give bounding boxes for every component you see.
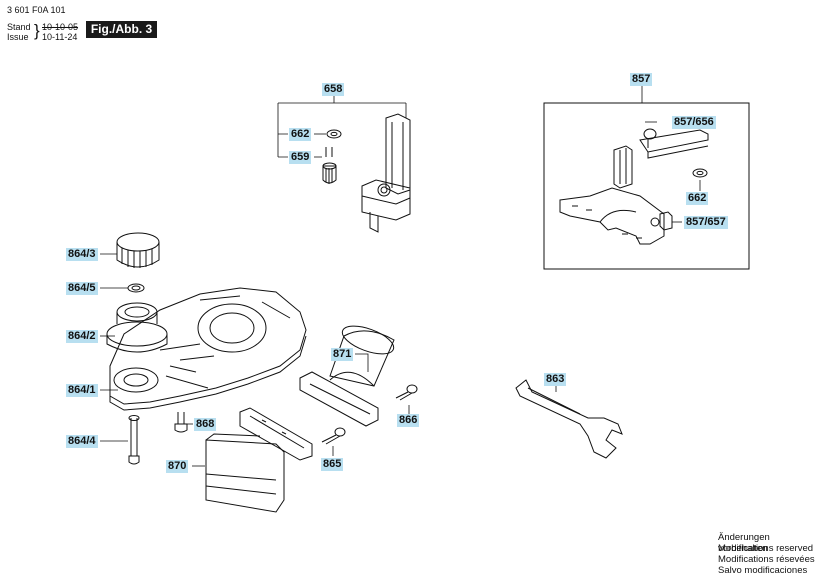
- label-864-2: 864/2: [66, 330, 98, 343]
- part-864-4-bolt: [128, 415, 140, 465]
- part-857-657-clamp: [659, 211, 673, 231]
- label-857-656: 857/656: [672, 116, 716, 129]
- part-659-thumb-screw: [322, 147, 337, 184]
- footer-fr: Modifications résevées: [718, 554, 815, 565]
- part-866-screw: [395, 384, 418, 401]
- leader-lines: [100, 85, 701, 467]
- label-658: 658: [322, 83, 345, 96]
- label-866: 866: [397, 414, 420, 427]
- date-new: 10-11-24: [42, 32, 78, 42]
- label-864-5: 864/5: [66, 282, 98, 295]
- part-864-1-base-plate: [109, 287, 307, 411]
- part-863-wrench: [515, 379, 623, 459]
- label-864-4: 864/4: [66, 435, 98, 448]
- footer-de: Änderungen vorbehalten: [718, 532, 770, 554]
- part-662-nut-top: [326, 129, 342, 139]
- label-871: 871: [331, 348, 354, 361]
- label-864-3: 864/3: [66, 248, 98, 261]
- label-870: 870: [166, 460, 189, 473]
- part-864-3-knob: [116, 232, 160, 268]
- part-865-screw: [321, 427, 346, 445]
- part-864-5-ring: [127, 283, 145, 293]
- brace: }: [34, 21, 40, 40]
- part-662-nut-box: [692, 168, 708, 178]
- stand-label: Stand: [7, 22, 31, 32]
- figure-label: Fig./Abb. 3: [86, 21, 157, 38]
- label-662-box: 662: [686, 192, 709, 205]
- label-865: 865: [321, 458, 344, 471]
- part-870-dust-shroud: [205, 407, 313, 513]
- footer-es: Salvo modificaciones: [718, 565, 808, 576]
- assembly-857-frame: [543, 102, 750, 270]
- label-659: 659: [289, 151, 312, 164]
- part-857-656-knob: [643, 128, 657, 148]
- part-868-screw: [174, 412, 188, 433]
- label-864-1: 864/1: [66, 384, 98, 397]
- label-857: 857: [630, 73, 653, 86]
- part-658-guide-holder: [361, 113, 411, 233]
- doc-number: 3 601 F0A 101: [7, 5, 66, 15]
- label-857-657: 857/657: [684, 216, 728, 229]
- part-864-2-hub: [106, 302, 168, 353]
- date-old: 10-10-05: [42, 22, 79, 32]
- footer-en: Modifications reserved: [718, 543, 814, 554]
- label-662-top: 662: [289, 128, 312, 141]
- issue-label: Issue: [7, 32, 29, 42]
- part-871-extraction-adapter: [299, 325, 395, 427]
- label-863: 863: [544, 373, 567, 386]
- label-868: 868: [194, 418, 217, 431]
- part-857-parallel-guide: [559, 129, 709, 245]
